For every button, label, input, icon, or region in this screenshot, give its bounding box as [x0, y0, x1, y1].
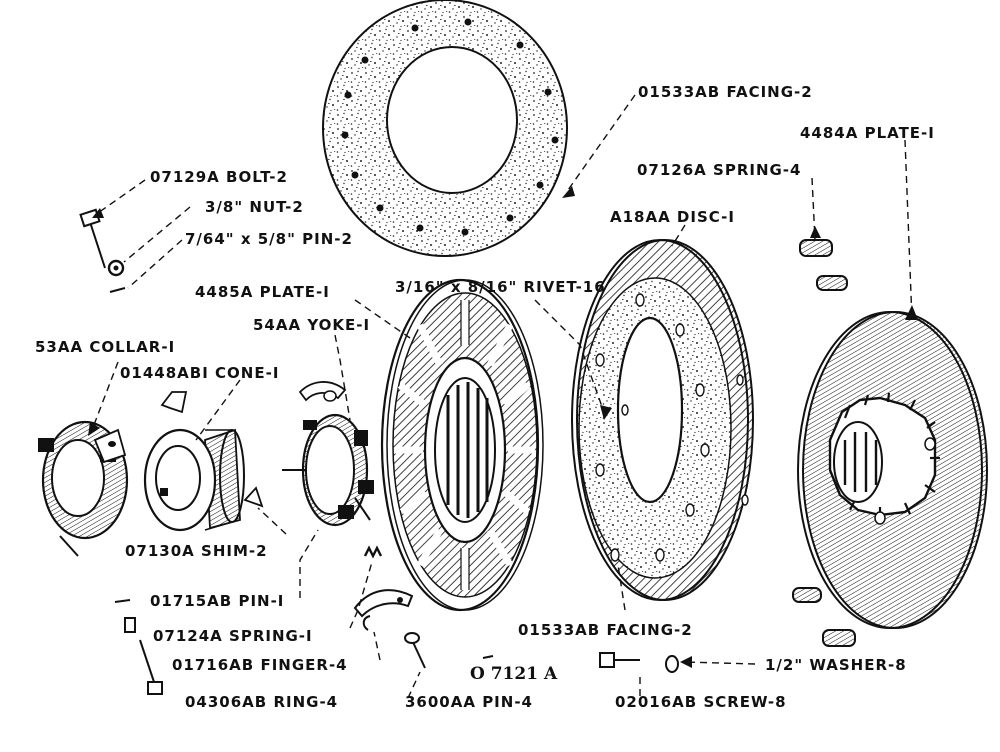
label-bolt: 07129A BOLT-2	[150, 168, 288, 186]
small-pin-part	[482, 655, 494, 659]
spring1-part	[363, 545, 383, 559]
label-screw: 02016AB SCREW-8	[615, 693, 787, 711]
label-pin2: 7/64" x 5/8" PIN-2	[185, 230, 353, 248]
label-yoke: 54AA YOKE-I	[253, 316, 370, 334]
plate-middle-part	[380, 278, 544, 612]
label-pin4: 3600AA PIN-4	[405, 693, 533, 711]
label-plate-mid: 4485A PLATE-I	[195, 283, 330, 301]
nut-part	[107, 259, 125, 277]
collar-part	[38, 420, 129, 557]
label-plate-right: 4484A PLATE-I	[800, 124, 935, 142]
yoke-part	[282, 381, 374, 527]
label-cone: 01448ABI CONE-I	[120, 364, 279, 382]
ring-part	[124, 617, 136, 633]
label-rivet: 3/16" x 8/16" RIVET-16	[395, 278, 606, 296]
label-finger: 01716AB FINGER-4	[172, 656, 348, 674]
pin4-part	[404, 632, 426, 669]
label-collar: 53AA COLLAR-I	[35, 338, 175, 356]
label-shim: 07130A SHIM-2	[125, 542, 268, 560]
finger-parts	[353, 589, 414, 631]
label-nut: 3/8" NUT-2	[205, 198, 304, 216]
pin2-part	[109, 287, 126, 293]
facing-top-part	[322, 0, 568, 257]
disc-part	[571, 239, 754, 601]
shim-parts	[160, 391, 264, 508]
spring4-parts	[792, 239, 856, 647]
plate-right-part	[797, 311, 988, 629]
washer-part	[665, 655, 679, 673]
bolt-part	[79, 208, 106, 269]
leader-lines	[88, 94, 918, 699]
label-disc: A18AA DISC-I	[610, 208, 735, 226]
cone-part	[143, 428, 245, 532]
label-spring1: 07124A SPRING-I	[153, 627, 313, 645]
label-pin1: 01715AB PIN-I	[150, 592, 284, 610]
drawing-number: O 7121 A	[470, 664, 558, 684]
label-facing-bottom: 01533AB FACING-2	[518, 621, 693, 639]
long-pin-part	[139, 639, 163, 695]
pin1-part	[114, 599, 131, 603]
part-labels: 01533AB FACING-2 4484A PLATE-I 07126A SP…	[35, 83, 935, 711]
label-facing-top: 01533AB FACING-2	[638, 83, 813, 101]
label-ring: 04306AB RING-4	[185, 693, 338, 711]
screw-part	[599, 652, 640, 668]
label-spring4: 07126A SPRING-4	[637, 161, 801, 179]
label-washer: 1/2" WASHER-8	[765, 656, 907, 674]
